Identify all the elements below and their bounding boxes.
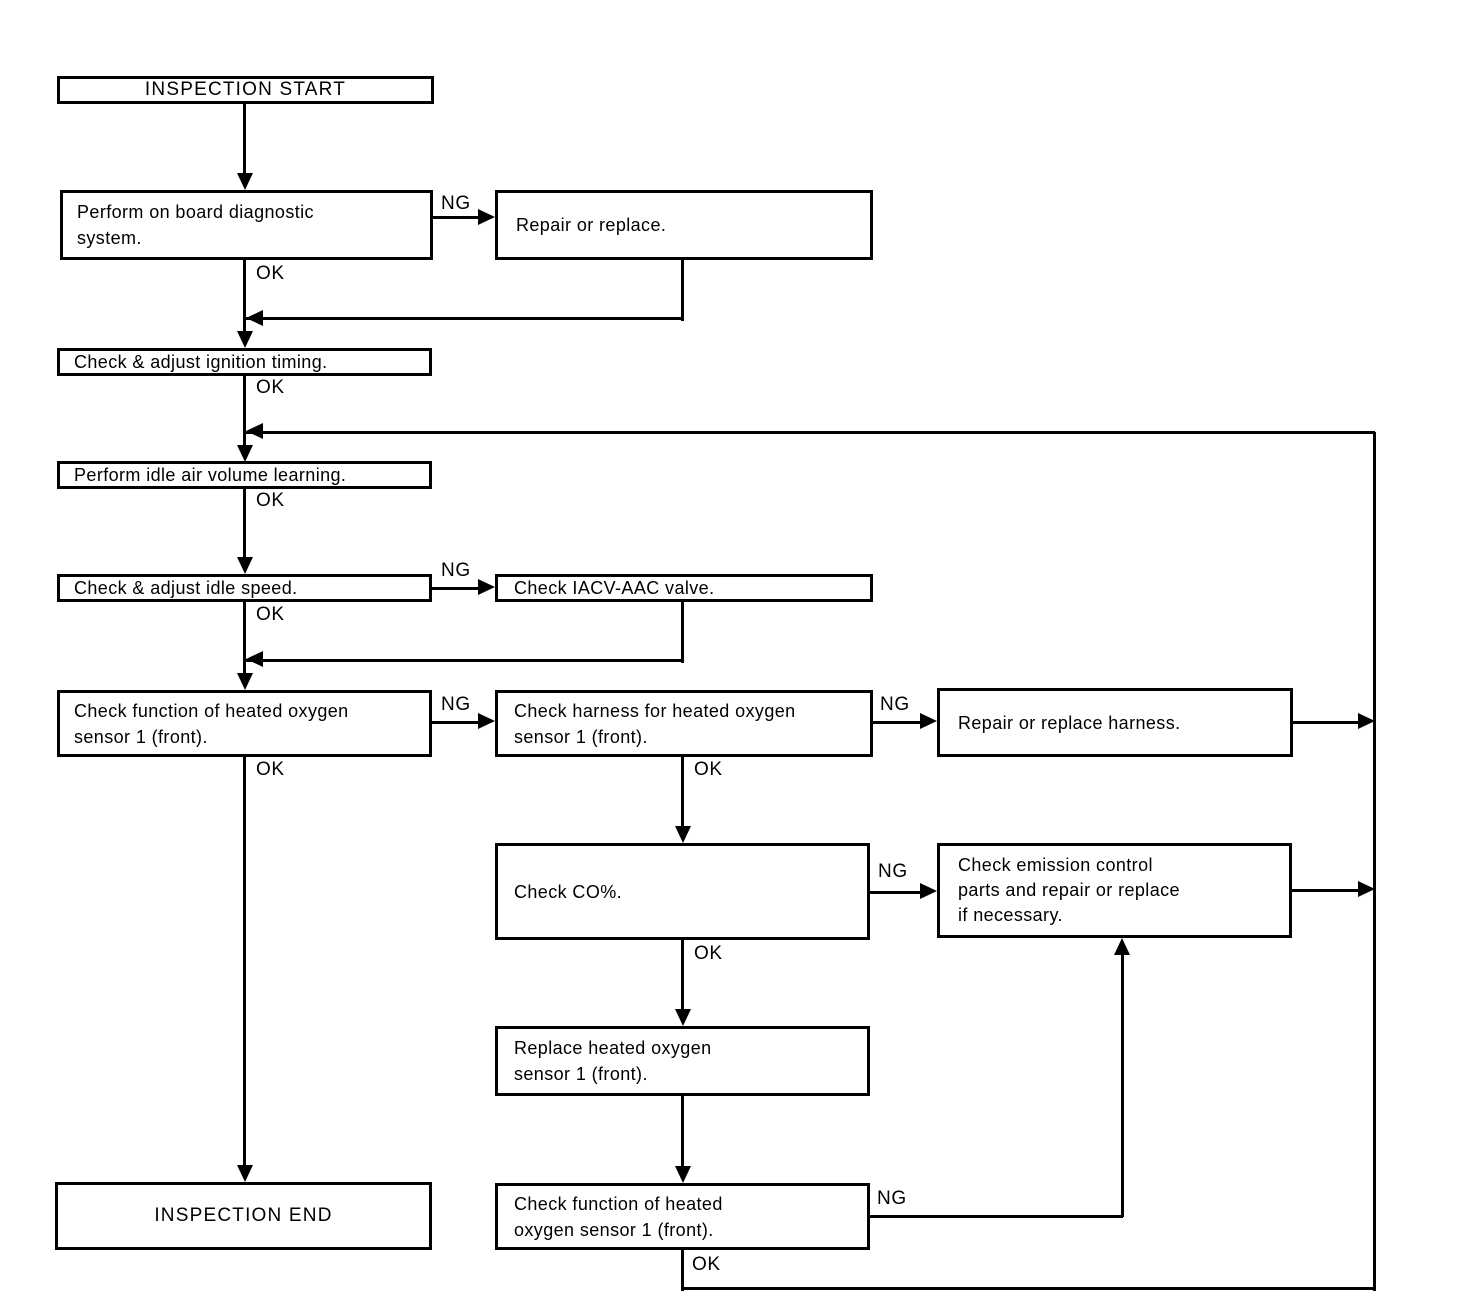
line-obd-to-ignition	[243, 260, 246, 331]
node-idle-speed: Check & adjust idle speed.	[57, 574, 432, 602]
edge-label-ng: NG	[441, 694, 471, 715]
line-o2function2-ok-drop	[681, 1250, 684, 1291]
arrowhead-right-icon	[920, 713, 937, 729]
arrowhead-right-icon	[478, 579, 495, 595]
node-emission-control: Check emission control parts and repair …	[937, 843, 1292, 938]
edge-label-ok: OK	[256, 490, 285, 511]
node-repair-harness: Repair or replace harness.	[937, 688, 1293, 757]
line-co-to-replace	[681, 940, 684, 1009]
line-co-ng	[870, 891, 923, 894]
line-repairharness-out	[1293, 721, 1359, 724]
edge-label-ok: OK	[694, 943, 723, 964]
arrowhead-down-icon	[237, 445, 253, 462]
line-bottom-return	[681, 1287, 1375, 1290]
line-right-loop	[1373, 432, 1376, 1291]
arrowhead-right-icon	[1358, 881, 1375, 897]
edge-label-ng: NG	[441, 560, 471, 581]
node-o2-function: Check function of heated oxygen sensor 1…	[57, 690, 432, 757]
node-check-co: Check CO%.	[495, 843, 870, 940]
arrowhead-down-icon	[237, 173, 253, 190]
arrowhead-left-icon	[246, 310, 263, 326]
edge-label-ok: OK	[692, 1254, 721, 1275]
line-repair-return	[245, 317, 683, 320]
node-perform-obd: Perform on board diagnostic system.	[60, 190, 433, 260]
node-ignition-timing: Check & adjust ignition timing.	[57, 348, 432, 376]
arrowhead-left-icon	[246, 423, 263, 439]
edge-label-ok: OK	[256, 377, 285, 398]
arrowhead-left-icon	[246, 651, 263, 667]
arrowhead-down-icon	[237, 331, 253, 348]
edge-label-ok: OK	[256, 604, 285, 625]
line-o2function2-ng	[870, 1215, 1123, 1218]
arrowhead-right-icon	[1358, 713, 1375, 729]
arrowhead-up-icon	[1114, 938, 1130, 955]
line-replace-to-o2function2	[681, 1096, 684, 1166]
node-o2-harness: Check harness for heated oxygen sensor 1…	[495, 690, 873, 757]
line-harness-to-co	[681, 757, 684, 826]
node-iacv-valve: Check IACV-AAC valve.	[495, 574, 873, 602]
arrowhead-down-icon	[237, 557, 253, 574]
line-ng-up-to-emission	[1121, 953, 1124, 1217]
node-inspection-start: INSPECTION START	[57, 76, 434, 104]
line-harness-ng	[873, 721, 923, 724]
arrowhead-right-icon	[478, 209, 495, 225]
line-idlespeed-ng	[432, 587, 480, 590]
arrowhead-down-icon	[675, 826, 691, 843]
node-inspection-end: INSPECTION END	[55, 1182, 432, 1250]
node-repair-replace: Repair or replace.	[495, 190, 873, 260]
node-o2-function-2: Check function of heated oxygen sensor 1…	[495, 1183, 870, 1250]
node-replace-o2: Replace heated oxygen sensor 1 (front).	[495, 1026, 870, 1096]
line-emission-out	[1292, 889, 1359, 892]
line-obd-ng	[433, 216, 481, 219]
node-idle-air-volume: Perform idle air volume learning.	[57, 461, 432, 489]
arrowhead-right-icon	[478, 713, 495, 729]
edge-label-ng: NG	[441, 193, 471, 214]
edge-label-ng: NG	[878, 861, 908, 882]
arrowhead-down-icon	[237, 1165, 253, 1182]
edge-label-ok: OK	[256, 759, 285, 780]
line-top-return	[245, 431, 1375, 434]
arrowhead-down-icon	[237, 673, 253, 690]
line-repair-drop	[681, 260, 684, 321]
edge-label-ng: NG	[880, 694, 910, 715]
line-idleair-to-idlespeed	[243, 489, 246, 557]
edge-label-ok: OK	[256, 263, 285, 284]
line-iacv-return	[245, 659, 683, 662]
arrowhead-down-icon	[675, 1009, 691, 1026]
line-iacv-drop	[681, 602, 684, 663]
arrowhead-right-icon	[920, 883, 937, 899]
line-start-to-obd	[243, 104, 246, 174]
line-idlespeed-to-o2function	[243, 602, 246, 673]
edge-label-ok: OK	[694, 759, 723, 780]
edge-label-ng: NG	[877, 1188, 907, 1209]
line-ignition-to-idleair	[243, 376, 246, 445]
line-o2function-to-end	[243, 757, 246, 1165]
arrowhead-down-icon	[675, 1166, 691, 1183]
line-o2function-ng	[432, 721, 480, 724]
